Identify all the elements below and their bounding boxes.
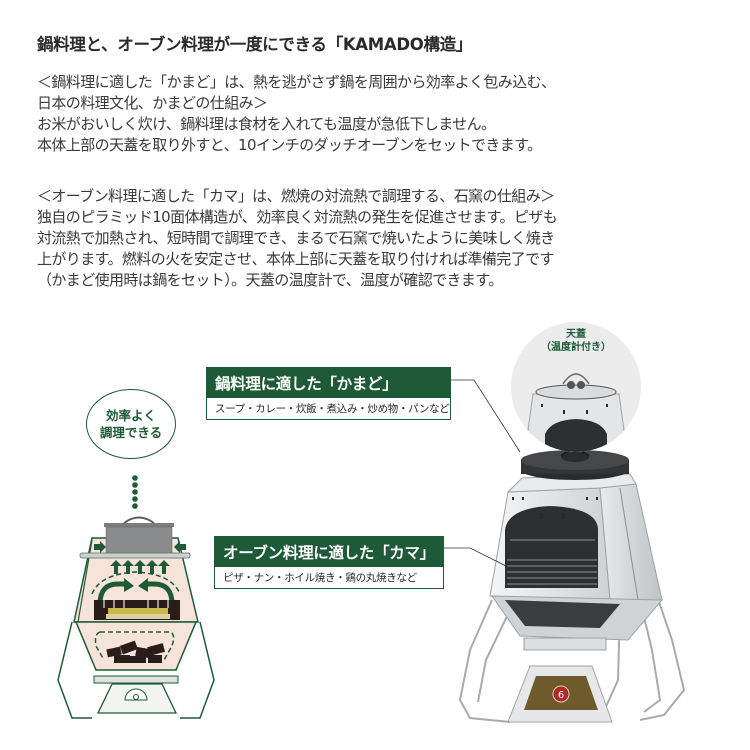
- efficiency-badge: 効率よく 調理できる: [86, 389, 176, 459]
- kamado-callout-title: 鍋料理に適した「かまど」: [207, 368, 450, 398]
- text-line: 独自のピラミッド10面体構造が、効率良く対流熱の発生を促進させます。ピザも: [37, 208, 558, 226]
- dotted-connector: [132, 475, 138, 509]
- kama-callout-subtitle: ピザ・ナン・ホイル焼き・鶏の丸焼きなど: [223, 572, 417, 584]
- text-line: （かまど使用時は鍋をセット）。天蓋の温度計で、温度が確認できます。: [37, 271, 503, 289]
- kamado-callout: 鍋料理に適した「かまど」 スープ・カレー・炊飯・煮込み・炒め物・パンなど: [206, 367, 451, 420]
- text-line: ＜オーブン料理に適した「カマ」は、燃焼の対流熱で調理する、石窯の仕組み＞: [37, 187, 555, 205]
- product-badge-number: 6: [558, 690, 564, 701]
- lid-illustration: [524, 373, 628, 452]
- text-line: 本体上部の天蓋を取り外すと、10インチのダッチオーブンをセットできます。: [37, 136, 542, 154]
- page-heading: 鍋料理と、オーブン料理が一度にできる「KAMADO構造」: [37, 35, 473, 54]
- kamado-description: ＜鍋料理に適した「かまど」は、熱を逃がさず鍋を周囲から効率よく包み込む、 日本の…: [37, 72, 717, 156]
- text-line: お米がおいしく炊け、鍋料理は食材を入れても温度が急低下しません。: [37, 115, 496, 133]
- lid-label: 天蓋 （温度計付き）: [511, 328, 641, 354]
- text-line: ＜鍋料理に適した「かまど」は、熱を逃がさず鍋を周囲から効率よく包み込む、: [37, 73, 556, 91]
- lid-label-line2: （温度計付き）: [541, 342, 611, 353]
- lid-label-line1: 天蓋: [566, 329, 586, 340]
- kama-description: ＜オーブン料理に適した「カマ」は、燃焼の対流熱で調理する、石窯の仕組み＞ 独自の…: [37, 186, 717, 291]
- kamado-callout-subtitle: スープ・カレー・炊飯・煮込み・炒め物・パンなど: [215, 403, 450, 415]
- kama-callout-title: オーブン料理に適した「カマ」: [215, 537, 443, 567]
- text-line: 上がります。燃料の火を安定させ、本体上部に天蓋を取り付ければ準備完了です: [37, 250, 555, 268]
- kama-callout: オーブン料理に適した「カマ」 ピザ・ナン・ホイル焼き・鶏の丸焼きなど: [214, 536, 444, 589]
- text-line: 日本の料理文化、かまどの仕組み＞: [37, 94, 268, 112]
- badge-line2: 調理できる: [99, 425, 163, 440]
- lid-inset-photo: 天蓋 （温度計付き）: [511, 322, 641, 452]
- badge-line1: 効率よく: [105, 408, 156, 423]
- text-line: 対流熱で加熱され、短時間で調理でき、まるで石窯で焼いたように美味しく焼き: [37, 229, 555, 247]
